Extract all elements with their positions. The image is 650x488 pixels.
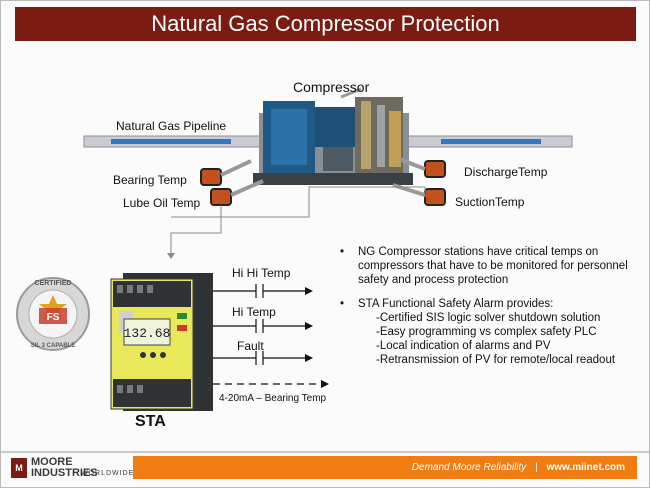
sta-display-value: 132.68 xyxy=(124,326,171,341)
suction-temp-label: SuctionTemp xyxy=(455,195,525,209)
wire-arrowhead xyxy=(167,253,175,259)
discharge-temp-label: DischargeTemp xyxy=(464,165,548,179)
slide-title: Natural Gas Compressor Protection xyxy=(15,7,636,41)
diagram-canvas: 132.68 xyxy=(16,87,573,411)
footer-tagline: Demand Moore Reliability xyxy=(411,462,527,473)
footer-separator: | xyxy=(535,462,538,473)
sta-label: STA xyxy=(135,413,166,430)
badge-center-text: FS xyxy=(47,312,60,323)
lube-oil-temp-label: Lube Oil Temp xyxy=(123,196,201,210)
badge-bottom-text: SIL 3 CAPABLE xyxy=(31,343,75,349)
relay-output-fault xyxy=(213,351,305,365)
compressor-label: Compressor xyxy=(293,79,370,95)
compressor-image xyxy=(253,87,413,185)
analog-output-label: 4-20mA – Bearing Temp xyxy=(219,393,327,404)
bullet-subitem: -Local indication of alarms and PV xyxy=(376,340,551,352)
bullet-dot: • xyxy=(340,246,345,258)
bullet-subitem: -Retransmission of PV for remote/local r… xyxy=(376,354,616,366)
bullet-subitem: -Certified SIS logic solver shutdown sol… xyxy=(376,312,601,324)
logo-text: MOORE INDUSTRIES xyxy=(31,456,98,479)
footer-url-link[interactable]: www.miinet.com xyxy=(546,462,625,473)
relay-output-hi-temp xyxy=(213,319,305,333)
logo-mark-icon: M xyxy=(11,458,27,478)
sensor-suction-temp xyxy=(392,183,446,206)
footer-bar: Demand Moore Reliability | www.miinet.co… xyxy=(133,456,637,479)
signal-wires xyxy=(170,186,426,253)
sensor-discharge-temp xyxy=(398,157,446,178)
arrowhead-fault xyxy=(305,354,313,362)
bullet-item: • STA Functional Safety Alarm provides: … xyxy=(340,297,640,367)
sensor-bearing-temp xyxy=(200,159,252,186)
bullet-subitem: -Easy programming vs complex safety PLC xyxy=(376,326,597,338)
logo-subtext: WORLDWIDE xyxy=(81,470,135,477)
relay-output-hi-hi-temp xyxy=(213,284,305,298)
bullet-list: • NG Compressor stations have critical t… xyxy=(340,245,640,377)
analog-output-line xyxy=(213,380,329,388)
sta-module xyxy=(110,273,213,411)
pipeline-left xyxy=(83,135,261,148)
sil3-certified-badge xyxy=(16,277,90,351)
badge-top-text: CERTIFIED xyxy=(35,280,72,287)
pipeline-right xyxy=(406,135,573,148)
arrowhead-hi-hi xyxy=(305,287,313,295)
bearing-temp-label: Bearing Temp xyxy=(113,173,187,187)
bullet-text: NG Compressor stations have critical tem… xyxy=(358,246,628,286)
arrowhead-hi xyxy=(305,322,313,330)
hi-hi-temp-label: Hi Hi Temp xyxy=(232,266,291,280)
hi-temp-label: Hi Temp xyxy=(232,305,276,319)
sensor-lube-oil-temp xyxy=(210,179,264,206)
footer-divider xyxy=(1,451,649,453)
pipeline-label: Natural Gas Pipeline xyxy=(116,119,227,133)
fault-label: Fault xyxy=(237,339,264,353)
bullet-dot: • xyxy=(340,298,345,310)
bullet-item: • NG Compressor stations have critical t… xyxy=(340,245,640,287)
bullet-text: STA Functional Safety Alarm provides: xyxy=(358,298,554,310)
